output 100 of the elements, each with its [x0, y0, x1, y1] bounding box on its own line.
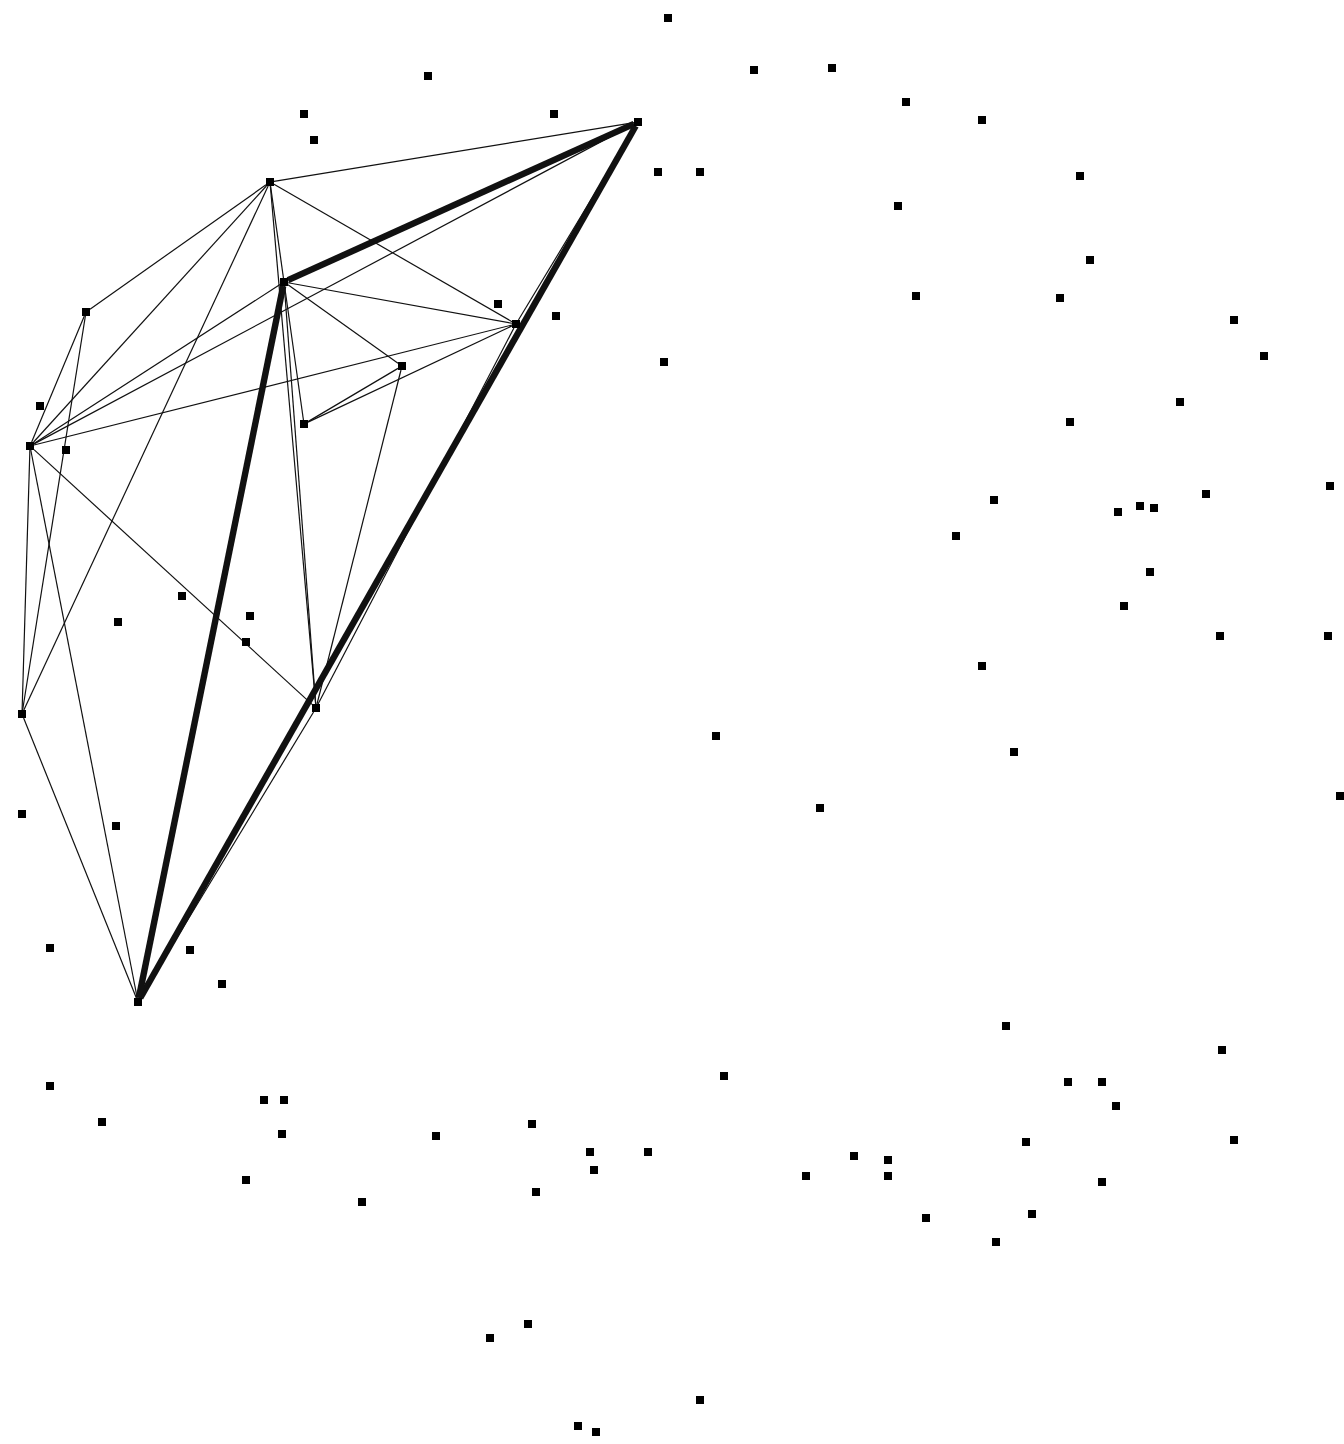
- connector-line: [307, 367, 399, 423]
- point-marker: [266, 178, 274, 186]
- point-marker: [280, 1096, 288, 1104]
- point-marker: [1098, 1078, 1106, 1086]
- point-marker: [550, 110, 558, 118]
- connector-line: [287, 284, 399, 364]
- point-marker: [134, 998, 142, 1006]
- point-marker: [424, 72, 432, 80]
- connector-line: [31, 315, 85, 443]
- point-marker: [1326, 482, 1334, 490]
- point-marker: [592, 1428, 600, 1436]
- point-marker: [36, 402, 44, 410]
- point-marker: [1176, 398, 1184, 406]
- point-marker: [82, 308, 90, 316]
- point-marker: [952, 532, 960, 540]
- point-marker: [654, 168, 662, 176]
- point-marker: [850, 1152, 858, 1160]
- point-marker: [1086, 256, 1094, 264]
- point-marker: [280, 278, 288, 286]
- point-marker: [978, 662, 986, 670]
- point-marker: [242, 638, 250, 646]
- point-marker: [894, 202, 902, 210]
- connector-line: [33, 283, 281, 445]
- connector-line: [33, 185, 267, 443]
- point-marker: [720, 1072, 728, 1080]
- point-marker: [590, 1166, 598, 1174]
- connector-line: [22, 315, 86, 711]
- connector-line: [33, 123, 635, 445]
- point-marker: [802, 1172, 810, 1180]
- point-marker: [524, 1320, 532, 1328]
- point-marker: [310, 136, 318, 144]
- point-marker: [432, 1132, 440, 1140]
- point-marker: [18, 710, 26, 718]
- point-marker: [1218, 1046, 1226, 1054]
- point-marker: [1146, 568, 1154, 576]
- point-marker: [1098, 1178, 1106, 1186]
- point-marker: [300, 420, 308, 428]
- point-marker: [586, 1148, 594, 1156]
- connector-line: [317, 327, 515, 705]
- point-marker: [1076, 172, 1084, 180]
- point-marker: [1136, 502, 1144, 510]
- point-marker: [1114, 508, 1122, 516]
- point-marker: [634, 118, 642, 126]
- point-marker: [816, 804, 824, 812]
- connector-line: [273, 122, 635, 182]
- point-marker: [312, 704, 320, 712]
- point-marker: [902, 98, 910, 106]
- point-marker: [1216, 632, 1224, 640]
- point-marker: [178, 592, 186, 600]
- point-marker: [218, 980, 226, 988]
- point-marker: [512, 320, 520, 328]
- connector-line: [286, 120, 636, 284]
- point-marker: [398, 362, 406, 370]
- point-marker: [712, 732, 720, 740]
- point-marker: [1056, 294, 1064, 302]
- point-marker: [186, 946, 194, 954]
- point-marker: [660, 358, 668, 366]
- point-marker: [528, 1120, 536, 1128]
- point-marker: [1010, 748, 1018, 756]
- point-marker: [278, 1130, 286, 1138]
- point-marker: [1336, 792, 1344, 800]
- point-marker: [1064, 1078, 1072, 1086]
- point-marker: [978, 116, 986, 124]
- point-marker: [912, 292, 920, 300]
- point-marker: [300, 110, 308, 118]
- point-marker: [242, 1176, 250, 1184]
- connector-line: [283, 285, 305, 421]
- point-marker: [1202, 490, 1210, 498]
- point-marker: [46, 1082, 54, 1090]
- point-marker: [1230, 316, 1238, 324]
- point-marker: [112, 822, 120, 830]
- point-marker: [696, 168, 704, 176]
- point-marker: [1324, 632, 1332, 640]
- point-marker: [114, 618, 122, 626]
- point-marker: [46, 944, 54, 952]
- point-marker: [358, 1198, 366, 1206]
- connector-line: [283, 285, 317, 705]
- point-marker: [552, 312, 560, 320]
- point-marker: [1022, 1138, 1030, 1146]
- point-marker: [486, 1334, 494, 1342]
- connector-line: [21, 449, 31, 711]
- connector-line: [30, 449, 138, 999]
- point-marker: [664, 14, 672, 22]
- point-marker: [644, 1148, 652, 1156]
- connector-line: [287, 282, 513, 324]
- point-marker: [18, 810, 26, 818]
- point-marker: [696, 1396, 704, 1404]
- point-marker: [992, 1238, 1000, 1246]
- point-marker: [750, 66, 758, 74]
- point-marker: [1120, 602, 1128, 610]
- point-marker: [828, 64, 836, 72]
- connector-line: [23, 717, 137, 999]
- point-marker: [62, 446, 70, 454]
- point-marker: [1260, 352, 1268, 360]
- point-marker: [1112, 1102, 1120, 1110]
- point-marker: [246, 612, 254, 620]
- point-marker: [1150, 504, 1158, 512]
- connector-line: [33, 449, 313, 705]
- connector-line: [89, 184, 267, 310]
- point-marker: [1066, 418, 1074, 426]
